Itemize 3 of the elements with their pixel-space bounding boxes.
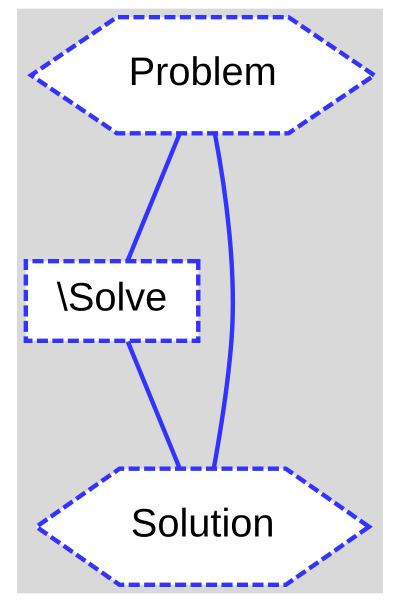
connector [212,133,236,469]
node-box: \Solve [24,259,200,343]
connector [126,340,182,470]
